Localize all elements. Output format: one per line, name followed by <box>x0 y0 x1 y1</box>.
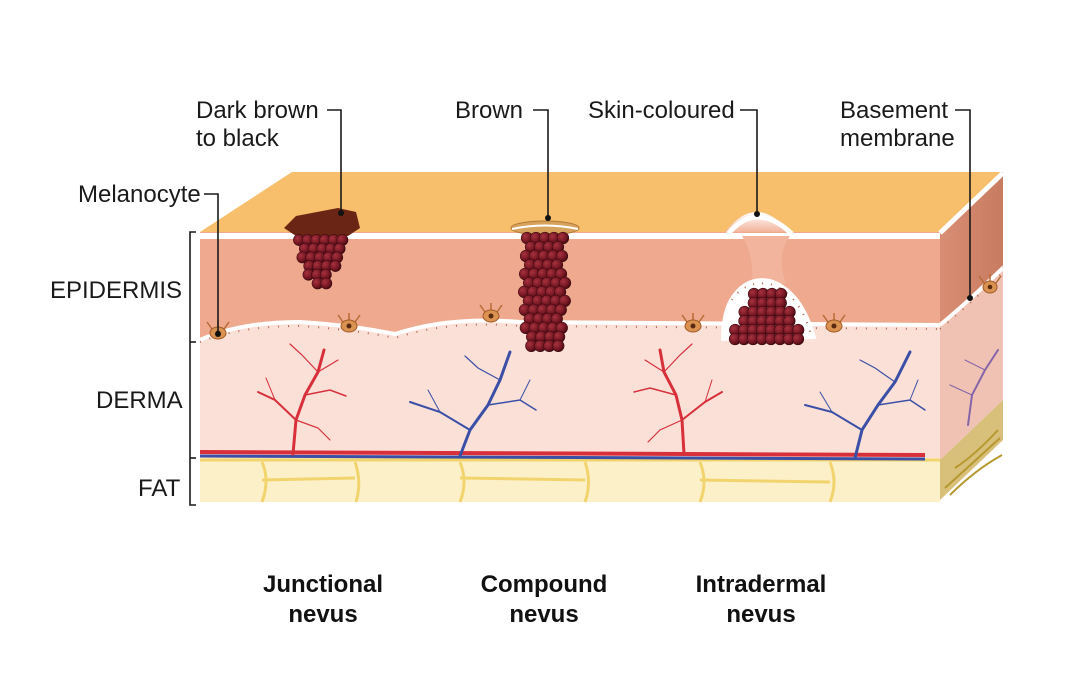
callout-dark-brown-line2: to black <box>196 125 280 152</box>
callout-melanocyte-dot <box>215 331 221 337</box>
layer-bracket <box>190 232 196 505</box>
layer-label-derma: DERMA <box>96 387 183 414</box>
compound-nevus-cells <box>518 232 571 352</box>
callout-skin-coloured-label: Skin-coloured <box>588 97 735 124</box>
caption-junctional-line2: nevus <box>288 601 357 628</box>
nevus-cell <box>330 260 341 271</box>
callout-dark-brown-line1: Dark brown <box>196 97 319 124</box>
callout-brown-dot <box>545 215 551 221</box>
caption-intradermal-line1: Intradermal <box>696 571 827 598</box>
caption-compound-line2: nevus <box>509 601 578 628</box>
callout-basement-line1: Basement <box>840 97 948 124</box>
layer-label-epidermis: EPIDERMIS <box>50 277 182 304</box>
nevus-cell <box>553 340 565 352</box>
callout-melanocyte-label: Melanocyte <box>78 181 201 208</box>
caption-intradermal-line2: nevus <box>726 601 795 628</box>
callout-dark-brown-dot <box>338 210 344 216</box>
callout-skin-coloured-dot <box>754 211 760 217</box>
nevus-cell <box>321 278 332 289</box>
callout-basement-dot <box>967 295 973 301</box>
caption-junctional-line1: Junctional <box>263 571 383 598</box>
callout-brown-label: Brown <box>455 97 523 124</box>
caption-compound-line1: Compound <box>481 571 608 598</box>
layer-label-fat: FAT <box>138 475 181 502</box>
nevus-cell <box>792 333 804 345</box>
callout-basement-line2: membrane <box>840 125 955 152</box>
dermis-layer <box>200 321 940 459</box>
